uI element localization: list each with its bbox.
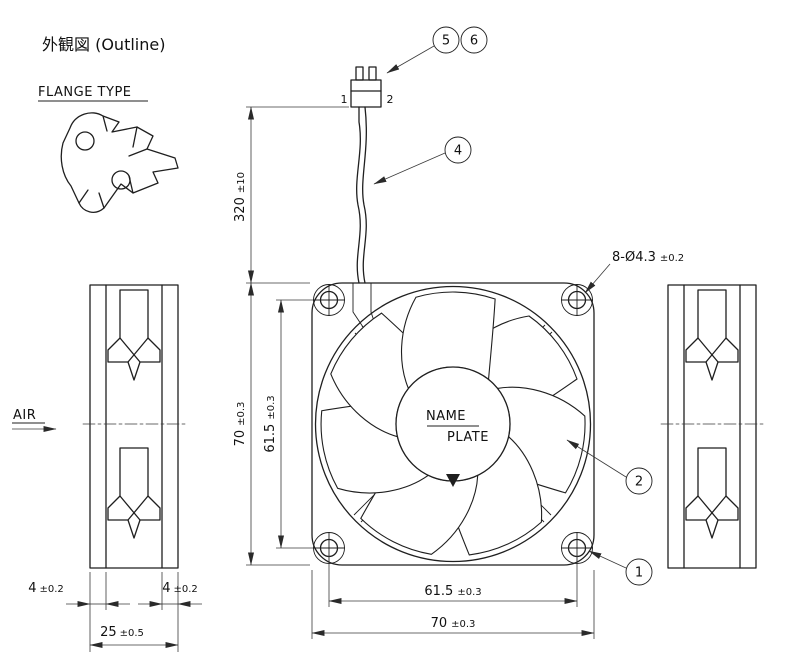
balloon-leader xyxy=(386,45,435,74)
side-view-right xyxy=(660,284,764,569)
balloon-circle xyxy=(444,136,472,164)
balloon-2: 2 xyxy=(635,475,643,490)
balloon-leader xyxy=(373,152,446,185)
balloon-leader xyxy=(588,550,627,569)
dim-flange-thickness-left: 4±0.2 xyxy=(28,581,64,596)
rotation-arrow-icon xyxy=(446,474,460,487)
dim-depth: 25±0.5 xyxy=(100,625,144,640)
dim-hole-pitch-horizontal: 61.5±0.3 xyxy=(424,584,481,599)
drawing-title: 外観図 (Outline) xyxy=(42,35,165,54)
balloon-leader xyxy=(566,439,627,478)
balloon-5: 5 xyxy=(442,34,450,49)
connector xyxy=(350,66,382,108)
dim-hole-spec: 8-Ø4.3±0.2 xyxy=(612,250,684,265)
dim-frame-height: 70±0.3 xyxy=(233,402,248,447)
connector-pin-icon xyxy=(368,66,377,81)
nameplate-plate: PLATE xyxy=(447,430,489,445)
dim-cable-length: 320±10 xyxy=(233,172,248,222)
balloon-6: 6 xyxy=(470,34,478,49)
pin-label-1: 1 xyxy=(341,93,348,106)
connector-pin-icon xyxy=(355,66,364,81)
air-flow-arrow: AIR xyxy=(12,408,57,433)
dim-hole-pitch-vertical: 61.5±0.3 xyxy=(263,395,278,452)
fan-frame xyxy=(311,282,595,566)
balloon-4: 4 xyxy=(454,144,462,159)
venturi-circle xyxy=(314,285,592,563)
side-view-left xyxy=(82,284,186,569)
mounting-hole xyxy=(561,284,593,316)
balloon-circle xyxy=(625,558,653,586)
dim-flange-thickness-right: 4±0.2 xyxy=(162,581,198,596)
balloon-circle xyxy=(460,26,488,54)
balloons: 5 6 4 2 1 xyxy=(373,26,653,586)
hub-circle xyxy=(395,366,511,482)
flange-sketch xyxy=(60,112,179,213)
dim-frame-width: 70±0.3 xyxy=(431,616,476,631)
balloon-1: 1 xyxy=(635,566,643,581)
pin-label-2: 2 xyxy=(387,93,394,106)
balloon-circle xyxy=(432,26,460,54)
nameplate-name: NAME xyxy=(426,409,466,424)
flange-hole-icon xyxy=(111,170,131,190)
front-view: NAME PLATE xyxy=(293,259,616,576)
air-label: AIR xyxy=(13,408,36,423)
dimensions: 320±10 70±0.3 61.5±0.3 8-Ø4.3±0.2 61.5±0… xyxy=(28,106,684,652)
flange-type-label: FLANGE TYPE xyxy=(38,85,132,100)
balloon-circle xyxy=(625,467,653,495)
mounting-hole xyxy=(313,284,345,316)
flange-hole-icon xyxy=(75,131,95,151)
lead-wire xyxy=(356,106,367,284)
